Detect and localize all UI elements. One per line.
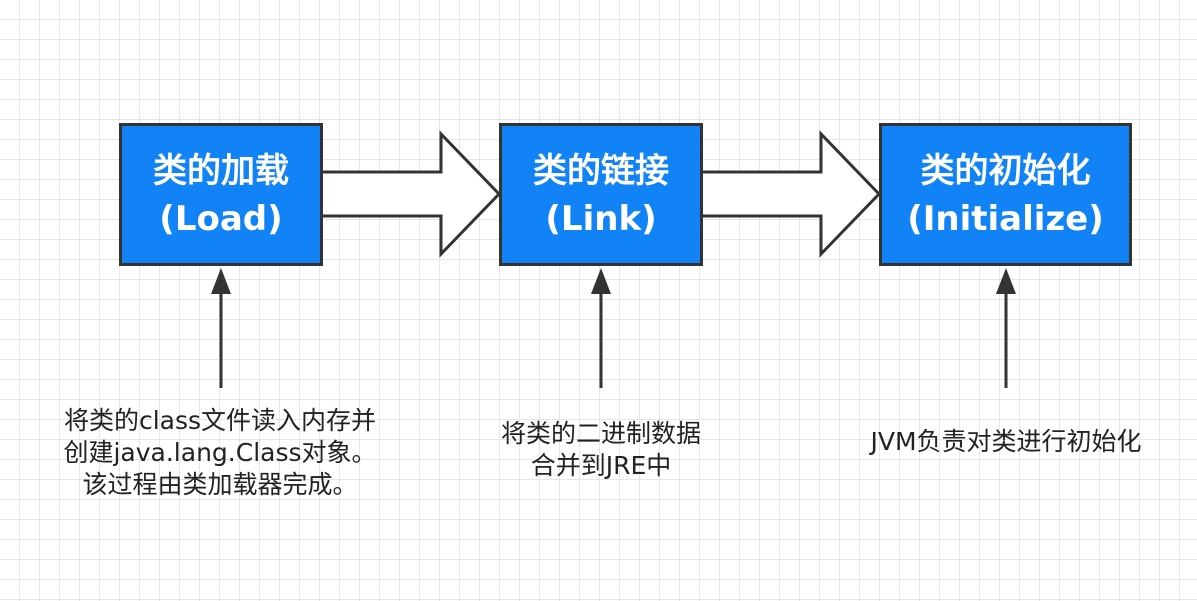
pointer-arrow-load: [211, 268, 231, 388]
description-line: 合并到JRE中: [530, 451, 672, 480]
block-arrow-load-to-link: [323, 130, 502, 258]
stage-subtitle: (Link): [545, 198, 657, 239]
stage-title: 类的初始化: [920, 150, 1091, 191]
description-line: 该过程由类加载器完成。: [82, 470, 358, 499]
pointer-arrow-link: [591, 268, 611, 388]
stage-box-initialize: 类的初始化 (Initialize): [879, 123, 1132, 266]
pointer-arrow-init: [996, 268, 1016, 388]
description-line: 将类的class文件读入内存并: [63, 406, 377, 435]
description-load: 将类的class文件读入内存并 创建java.lang.Class对象。 该过程…: [22, 405, 418, 501]
description-initialize: JVM负责对类进行初始化: [830, 426, 1182, 458]
stage-title: 类的链接: [533, 150, 669, 191]
description-link: 将类的二进制数据 合并到JRE中: [470, 418, 732, 482]
stage-subtitle: (Initialize): [907, 198, 1104, 239]
stage-subtitle: (Load): [159, 198, 283, 239]
description-line: 创建java.lang.Class对象。: [63, 438, 377, 467]
stage-title: 类的加载: [153, 150, 289, 191]
description-line: JVM负责对类进行初始化: [870, 427, 1142, 456]
description-line: 将类的二进制数据: [500, 419, 701, 448]
stage-box-load: 类的加载 (Load): [119, 123, 323, 266]
block-arrow-link-to-init: [703, 130, 882, 258]
stage-box-link: 类的链接 (Link): [499, 123, 703, 266]
